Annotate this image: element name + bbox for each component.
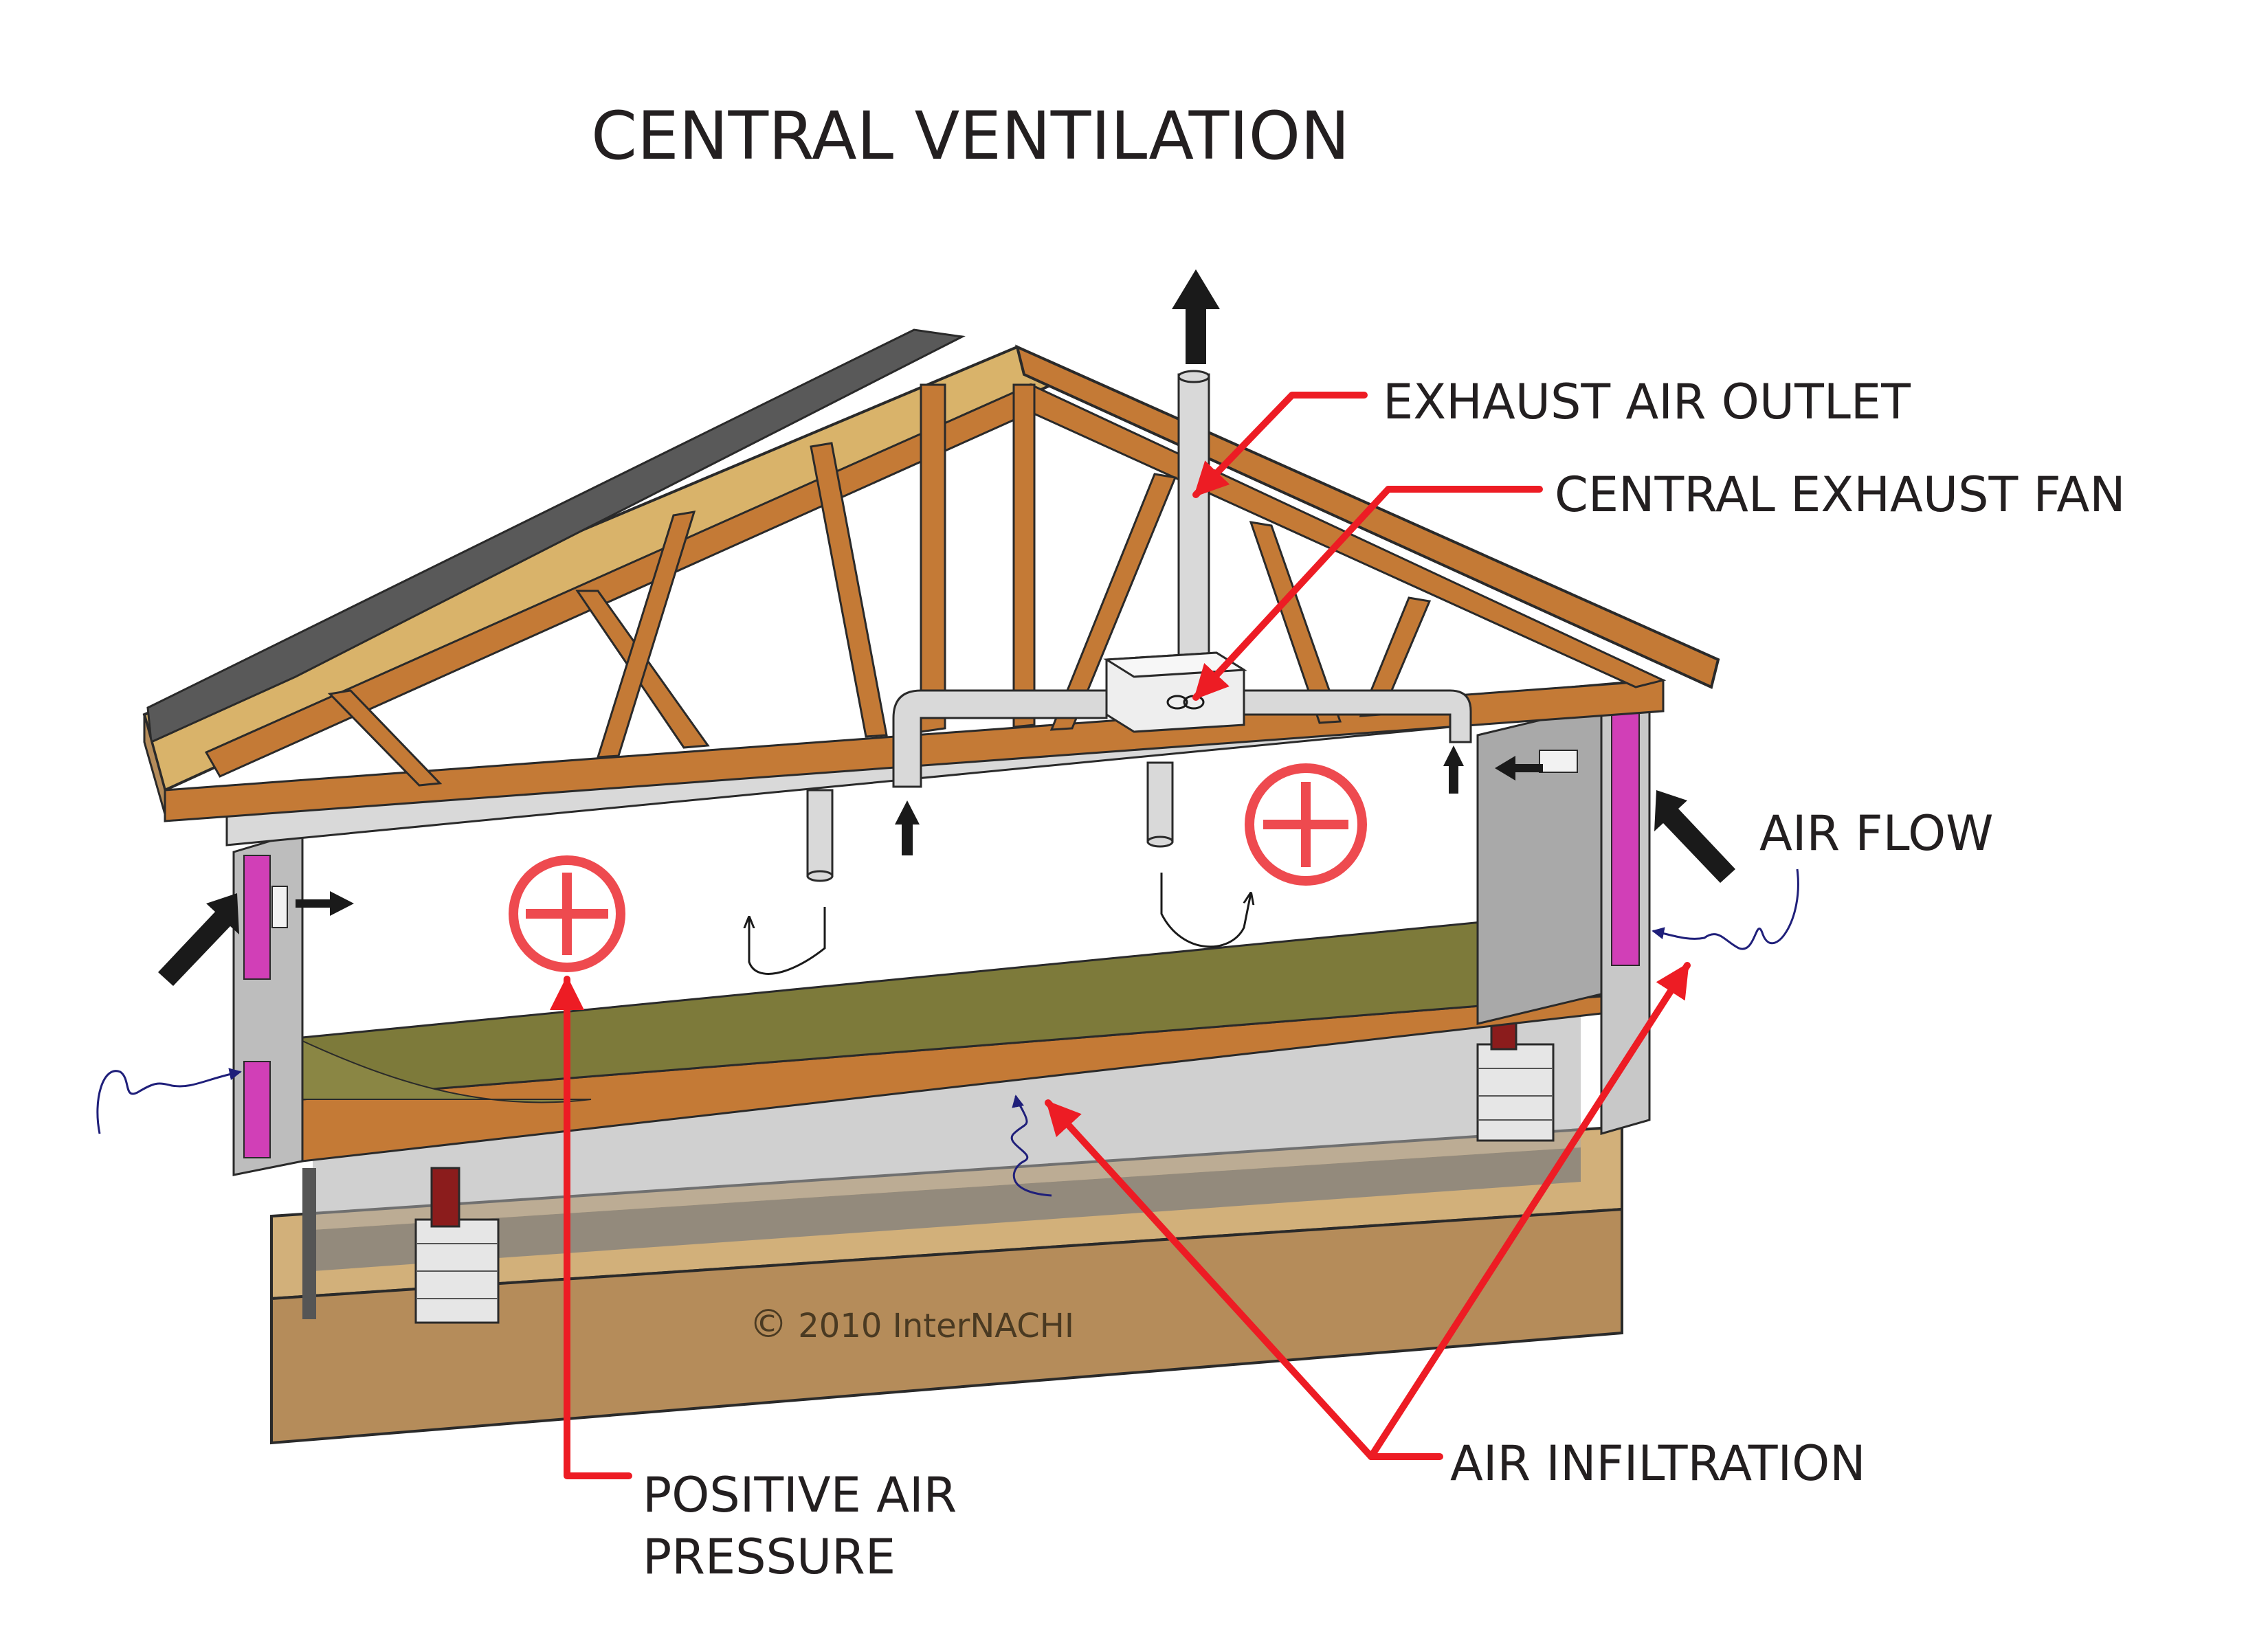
block-pier-right bbox=[1476, 1005, 1555, 1142]
plus-circle-icon bbox=[1245, 763, 1367, 886]
positive-air-pressure-line1: POSITIVE AIR bbox=[643, 1467, 957, 1523]
central-exhaust-fan-label: CENTRAL EXHAUST FAN bbox=[1555, 467, 2126, 523]
leader-positive-air-pressure bbox=[550, 976, 632, 1479]
block-pier-left bbox=[414, 1167, 500, 1324]
draft-squiggle-icon bbox=[96, 1068, 242, 1134]
draft-squiggle-icon bbox=[1652, 868, 1799, 950]
air-flow-arrow-icon bbox=[158, 893, 239, 986]
air-flow-label: AIR FLOW bbox=[1759, 805, 1994, 862]
air-infiltration-label: AIR INFILTRATION bbox=[1450, 1435, 1866, 1492]
air-flow-curve-right bbox=[1160, 873, 1251, 948]
air-flow-arrow-icon bbox=[1495, 756, 1543, 781]
left-wall bbox=[232, 829, 316, 1319]
up-arrow-icon bbox=[1443, 745, 1464, 794]
plus-circle-icon bbox=[509, 855, 625, 972]
leader-central-exhaust-fan bbox=[1192, 486, 1543, 701]
exhaust-ductwork bbox=[806, 370, 1472, 882]
positive-air-pressure-label: POSITIVE AIR PRESSURE bbox=[643, 1465, 1055, 1588]
copyright-notice: © 2010 InterNACHI bbox=[749, 1305, 1074, 1344]
up-arrow-icon bbox=[1172, 269, 1220, 364]
air-flow-arrow-icon bbox=[296, 891, 354, 916]
diagram-title: CENTRAL VENTILATION bbox=[591, 98, 1350, 175]
copyright-text: 2010 InterNACHI bbox=[798, 1307, 1075, 1345]
positive-air-pressure-line2: PRESSURE bbox=[643, 1528, 896, 1585]
air-flow-arrow-icon bbox=[1654, 790, 1735, 883]
callout-leaders bbox=[550, 392, 1691, 1479]
air-flow-curve-left bbox=[749, 907, 826, 975]
up-arrow-icon bbox=[895, 800, 920, 855]
draft-squiggle-icon bbox=[1010, 1095, 1052, 1197]
leader-exhaust-air-outlet bbox=[1192, 392, 1368, 498]
leader-air-infiltration-wall bbox=[1368, 962, 1691, 1460]
exhaust-air-outlet-label: EXHAUST AIR OUTLET bbox=[1383, 374, 1911, 430]
copyright-symbol: © bbox=[749, 1302, 788, 1347]
